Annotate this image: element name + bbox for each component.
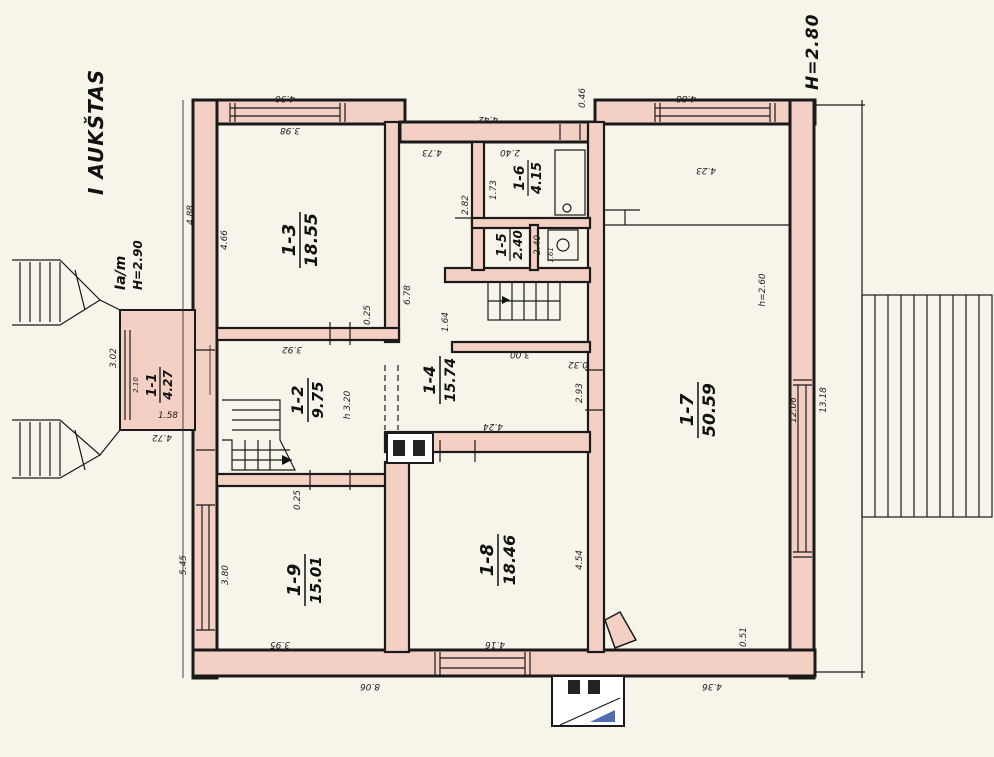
wall-17	[586, 120, 606, 654]
svg-text:4.42: 4.42	[478, 114, 498, 124]
room-1-8: 1-8 18.46	[477, 534, 519, 586]
outer-wall-top-middle	[398, 120, 597, 144]
svg-text:3.92: 3.92	[282, 344, 302, 354]
wall-stair-top	[443, 266, 592, 284]
svg-text:1.64: 1.64	[441, 312, 451, 332]
svg-text:4.73: 4.73	[422, 147, 442, 157]
terrace	[815, 100, 993, 678]
dimension-labels: 4.90 3.98 4.42 0.46 4.88 4.88 4.66 4.73 …	[109, 88, 829, 691]
svg-text:3.02: 3.02	[109, 348, 119, 368]
room-1-7: 1-7 50.59	[677, 382, 720, 438]
outer-wall-left	[191, 98, 219, 680]
svg-text:4.72: 4.72	[152, 432, 172, 442]
svg-text:0.25: 0.25	[293, 490, 303, 510]
svg-text:2.93: 2.93	[575, 383, 585, 403]
svg-text:4.16: 4.16	[485, 639, 505, 649]
floor-title: I AUKŠTAS	[84, 69, 108, 195]
entrance-label: Ia/m	[113, 256, 129, 290]
room-area: 9.75	[309, 381, 327, 418]
room-1-9: 1-9 15.01	[284, 554, 325, 606]
outer-wall-right	[788, 98, 816, 680]
bathroom-fixtures	[547, 149, 586, 261]
svg-text:2.40: 2.40	[500, 147, 520, 157]
svg-text:4.66: 4.66	[220, 230, 230, 250]
room-id: 1-3	[279, 224, 300, 257]
svg-text:4.88: 4.88	[676, 93, 696, 103]
wall-15-right	[528, 223, 540, 272]
room-1-5: 1-5 2.40	[495, 229, 525, 261]
wall-19-18	[383, 460, 411, 654]
svg-text:12.06: 12.06	[789, 397, 799, 423]
svg-text:13.18: 13.18	[819, 387, 829, 413]
svg-text:3.98: 3.98	[280, 125, 300, 135]
svg-text:6.78: 6.78	[403, 285, 413, 305]
svg-text:1.61: 1.61	[547, 247, 555, 263]
room-area: 4.27	[161, 370, 175, 401]
svg-text:4.36: 4.36	[702, 681, 722, 691]
room-area: 15.74	[443, 358, 459, 402]
svg-text:3.95: 3.95	[270, 639, 290, 649]
svg-text:h 3.20: h 3.20	[343, 390, 353, 419]
room-area: 4.15	[530, 162, 545, 195]
room-1-4: 1-4 15.74	[420, 356, 459, 404]
svg-text:8.06: 8.06	[360, 681, 380, 691]
wall-stair-bottom	[450, 340, 592, 354]
svg-text:4.88: 4.88	[186, 205, 196, 225]
room-id: 1-1	[145, 373, 160, 397]
svg-text:0.46: 0.46	[578, 88, 588, 108]
room-1-3: 1-3 18.55	[279, 212, 322, 268]
room-area: 2.40	[511, 230, 525, 260]
room-id: 1-6	[512, 165, 528, 191]
door-17-corner	[604, 610, 638, 649]
room-id: 1-5	[495, 233, 510, 257]
doors	[309, 217, 605, 490]
room-id: 1-2	[288, 386, 307, 415]
entrance-porch	[12, 259, 196, 479]
entrance-height: H=2.90	[131, 240, 145, 290]
windows	[196, 103, 812, 675]
svg-text:2.40: 2.40	[533, 235, 543, 255]
wall-12-19	[215, 472, 389, 488]
svg-text:0.32: 0.32	[568, 359, 588, 369]
wall-13-14	[383, 120, 401, 344]
room-area: 50.59	[700, 383, 720, 437]
svg-text:1.73: 1.73	[489, 180, 499, 200]
wall-13-12	[215, 326, 401, 342]
svg-text:4.90: 4.90	[275, 93, 295, 103]
room-area: 18.55	[302, 213, 322, 267]
room-area: 15.01	[307, 556, 325, 603]
staircase-14	[487, 281, 561, 321]
svg-text:4.23: 4.23	[696, 165, 716, 175]
svg-text:4.54: 4.54	[575, 550, 585, 570]
wall-14-18	[383, 430, 592, 454]
boiler-box	[551, 675, 625, 727]
height-label: H=2.80	[803, 14, 823, 90]
room-id: 1-9	[284, 564, 305, 597]
svg-text:2.82: 2.82	[461, 195, 471, 215]
svg-text:3.80: 3.80	[221, 565, 231, 585]
wall-15-16	[470, 140, 486, 272]
room-1-2: 1-2 9.75	[288, 378, 327, 422]
room-id: 1-4	[420, 366, 439, 395]
room-area: 18.46	[500, 535, 519, 586]
room-id: 1-7	[677, 393, 698, 426]
svg-text:1.58: 1.58	[158, 411, 178, 421]
outer-wall-top-left	[191, 98, 407, 126]
svg-text:h=2.60: h=2.60	[758, 273, 768, 307]
svg-text:3.00: 3.00	[510, 349, 530, 359]
svg-text:0.51: 0.51	[739, 627, 749, 647]
svg-text:2.10: 2.10	[132, 377, 140, 393]
outer-wall-bottom	[191, 648, 817, 678]
svg-text:5.45: 5.45	[179, 555, 189, 575]
svg-text:0.25: 0.25	[363, 305, 373, 325]
room-id: 1-8	[477, 544, 498, 577]
room-1-6: 1-6 4.15	[512, 160, 545, 196]
outer-wall-top-right	[593, 98, 817, 126]
svg-text:4.24: 4.24	[483, 421, 503, 431]
room-1-1: 1-1 4.27	[145, 367, 175, 403]
